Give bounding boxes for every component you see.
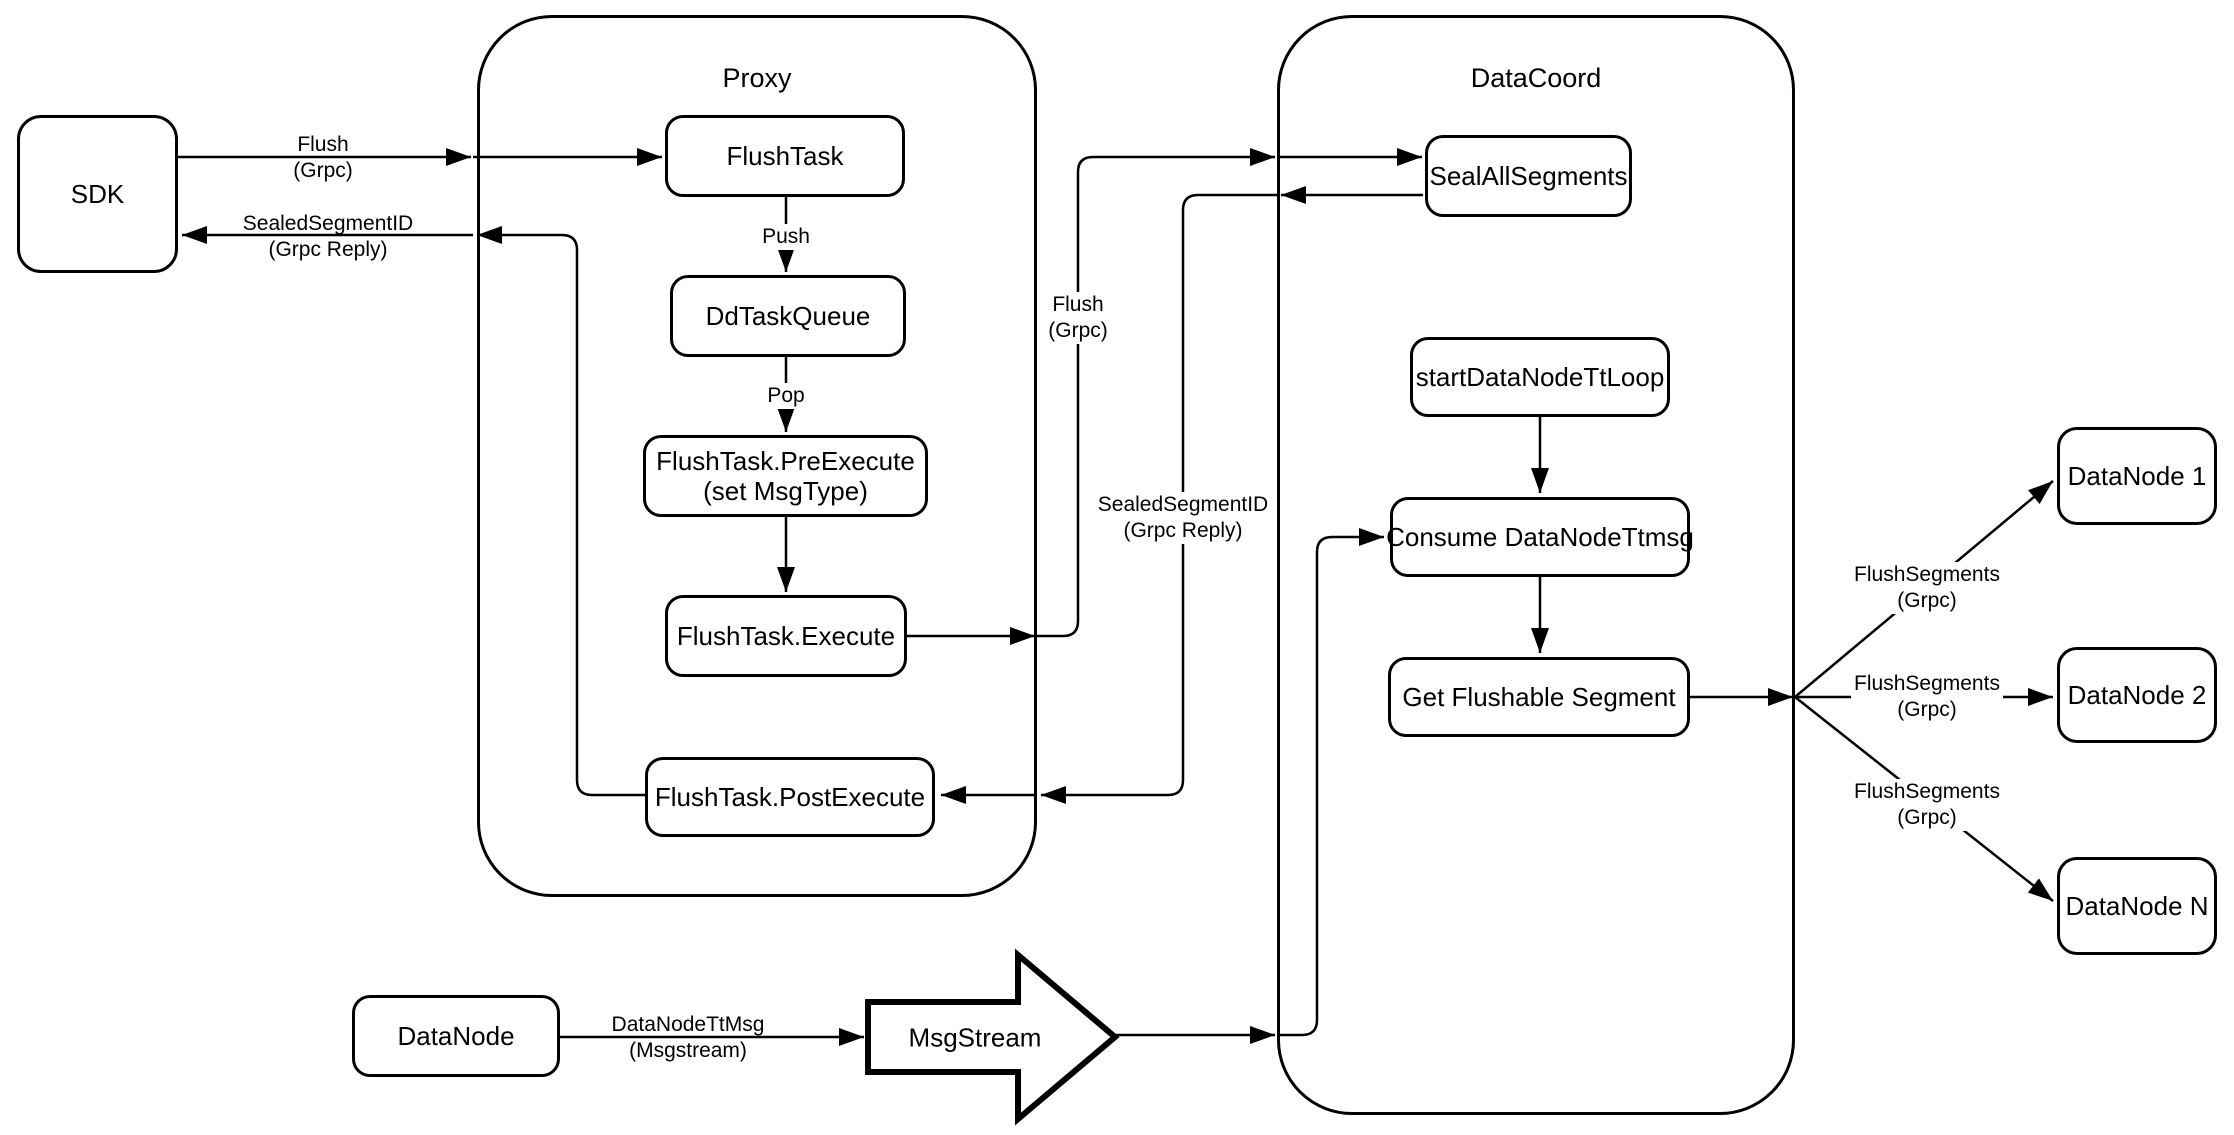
node-ddtaskqueue: DdTaskQueue — [670, 275, 906, 357]
node-get-flushable-segment: Get Flushable Segment — [1388, 657, 1690, 737]
node-flushtask-preexecute-line1: FlushTask.PreExecute — [656, 446, 915, 476]
node-sdk: SDK — [17, 115, 178, 273]
datacoord-title: DataCoord — [1470, 63, 1602, 93]
msgstream-label: MsgStream — [908, 1022, 1042, 1053]
node-flushtask-postexecute: FlushTask.PostExecute — [645, 757, 935, 837]
node-datanode-n: DataNode N — [2057, 857, 2217, 955]
edge-label-flushsegments-2: FlushSegments (Grpc) — [1851, 671, 2003, 723]
edge-label-push: Push — [759, 224, 813, 250]
edge-label-sealedsegmentid-sdk: SealedSegmentID (Grpc Reply) — [242, 212, 414, 261]
edge-msgstream-up-to-consume — [1277, 528, 1384, 1037]
edge-label-sealedsegmentid-datacoord: SealedSegmentID (Grpc Reply) — [1094, 492, 1272, 544]
node-datanode: DataNode — [352, 995, 560, 1077]
edge-label-flushsegments-3: FlushSegments (Grpc) — [1851, 779, 2003, 831]
proxy-container — [477, 15, 1037, 897]
datacoord-container — [1277, 15, 1795, 1115]
edge-label-flushsegments-1: FlushSegments (Grpc) — [1851, 562, 2003, 614]
node-consume-datanodettmsg: Consume DataNodeTtmsg — [1386, 497, 1694, 577]
node-sealallsegments: SealAllSegments — [1425, 135, 1632, 217]
edge-postexecute-to-proxy-border — [477, 226, 645, 797]
edge-label-flush-grpc-datacoord: Flush (Grpc) — [1045, 292, 1111, 344]
node-startdatanodettloop: startDataNodeTtLoop — [1410, 337, 1670, 417]
edge-label-pop: Pop — [764, 383, 808, 409]
proxy-title: Proxy — [722, 63, 792, 93]
node-flushtask: FlushTask — [665, 115, 905, 197]
msgstream-arrow-shape — [865, 948, 1120, 1126]
edge-label-datanodettmsg: DataNodeTtMsg (Msgstream) — [611, 1013, 765, 1062]
node-flushtask-execute: FlushTask.Execute — [665, 595, 907, 677]
edge-label-flush-grpc-sdk: Flush (Grpc) — [293, 133, 353, 182]
node-flushtask-preexecute-line2: (set MsgType) — [703, 476, 868, 506]
node-datanode-2: DataNode 2 — [2057, 647, 2217, 743]
node-datanode-1: DataNode 1 — [2057, 427, 2217, 525]
node-flushtask-preexecute: FlushTask.PreExecute (set MsgType) — [643, 435, 928, 517]
edge-flush-to-datacoord-border — [1037, 148, 1275, 638]
